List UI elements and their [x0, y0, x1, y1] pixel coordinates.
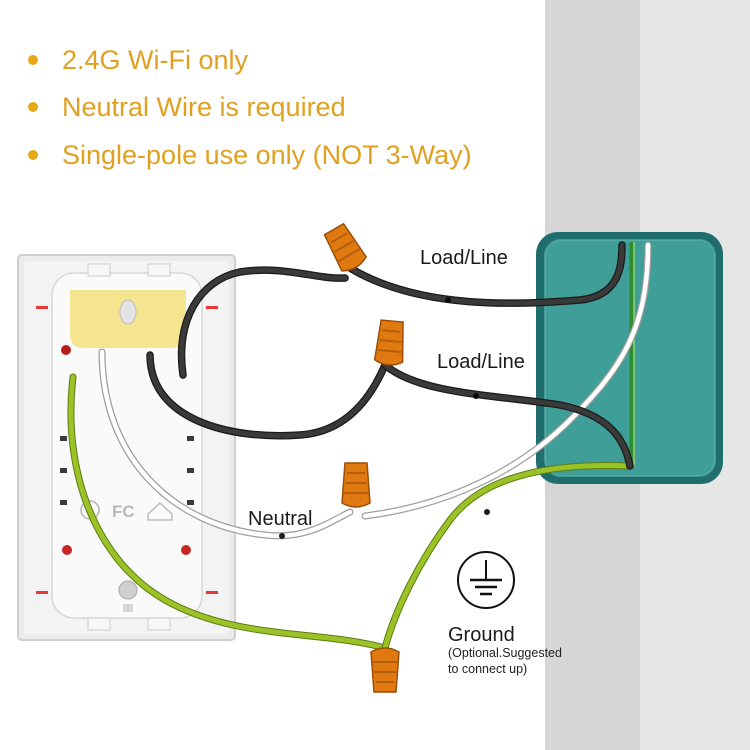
guide-mark — [206, 591, 218, 594]
wire-nut-neutral — [341, 462, 371, 508]
requirement-text: Single-pole use only (NOT 3-Way) — [62, 139, 472, 170]
requirement-single-pole: Single-pole use only (NOT 3-Way) — [28, 135, 472, 175]
ground-note-line-1: (Optional.Suggested — [448, 646, 562, 660]
load-line-wire-bottom — [146, 351, 634, 470]
side-terminals — [60, 436, 194, 505]
wire-nut-middle — [373, 319, 404, 366]
fc-mark: FC — [112, 502, 135, 521]
screw-icon — [62, 545, 72, 555]
bottom-slot — [123, 604, 133, 612]
ground-symbol-icon — [457, 551, 515, 609]
bullet-icon — [28, 150, 38, 160]
label-neutral: Neutral — [248, 508, 313, 530]
guide-mark — [36, 591, 48, 594]
label-load-line-top: Load/Line — [420, 247, 508, 269]
requirement-neutral: Neutral Wire is required — [28, 87, 346, 127]
requirement-text: Neutral Wire is required — [62, 91, 346, 122]
wire-nut-ground — [370, 647, 400, 693]
bullet-icon — [28, 55, 38, 65]
wire-nut-top — [323, 222, 368, 272]
guide-mark — [206, 306, 218, 309]
mount-tab — [147, 263, 171, 277]
mount-tab — [87, 263, 111, 277]
bottom-screw-icon — [118, 580, 138, 600]
mount-tab — [147, 617, 171, 631]
neutral-wire — [98, 241, 652, 540]
requirement-wifi: 2.4G Wi-Fi only — [28, 40, 248, 80]
bullet-icon — [28, 102, 38, 112]
terminal-hole — [61, 345, 71, 355]
ground-note-line-2: to connect up) — [448, 662, 528, 676]
guide-mark — [36, 306, 48, 309]
load-line-wire-top — [177, 241, 626, 379]
ground-wire — [67, 242, 635, 652]
label-ground: Ground — [448, 624, 515, 646]
mounting-slot — [119, 299, 137, 325]
screw-icon — [181, 545, 191, 555]
requirement-text: 2.4G Wi-Fi only — [62, 44, 249, 75]
label-load-line-bottom: Load/Line — [437, 351, 525, 373]
recycle-mark — [147, 501, 173, 521]
mount-tab — [87, 617, 111, 631]
